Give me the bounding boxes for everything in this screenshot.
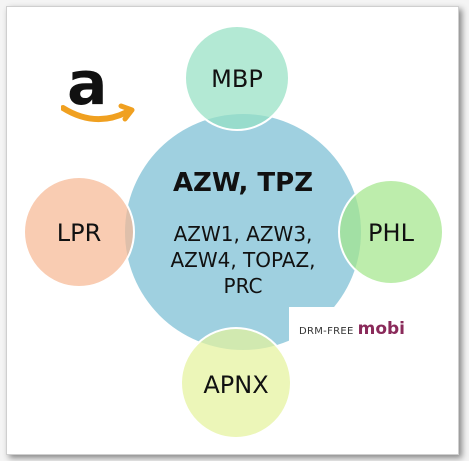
node-circle-top: [184, 25, 290, 131]
center-title: AZW, TPZ: [173, 168, 313, 198]
center-line-1: AZW1, AZW3,: [174, 222, 313, 246]
center-line-3: PRC: [224, 274, 263, 298]
node-label-left: LPR: [57, 219, 102, 247]
node-label-bottom: APNX: [203, 371, 268, 399]
amazon-logo: a: [55, 49, 139, 132]
diagram-frame: a AZW, TPZ AZW1, AZW3, AZW4, TOPAZ, PRC …: [6, 6, 459, 455]
node-label-right: PHL: [368, 219, 415, 247]
node-circle-bottom: [180, 327, 292, 439]
drm-badge-background: [289, 307, 429, 351]
node-label-top: MBP: [211, 65, 263, 93]
center-line-2: AZW4, TOPAZ,: [170, 248, 315, 272]
center-circle: [125, 114, 361, 350]
drm-free-label: DRM-FREE: [299, 326, 354, 337]
node-circle-left: [23, 176, 135, 288]
mobi-label: mobi: [357, 319, 406, 339]
amazon-logo-letter: a: [67, 49, 108, 119]
format-diagram: AZW, TPZ AZW1, AZW3, AZW4, TOPAZ, PRC MB…: [23, 25, 444, 439]
amazon-smile-icon: [61, 103, 135, 123]
node-circle-right: [338, 179, 444, 285]
